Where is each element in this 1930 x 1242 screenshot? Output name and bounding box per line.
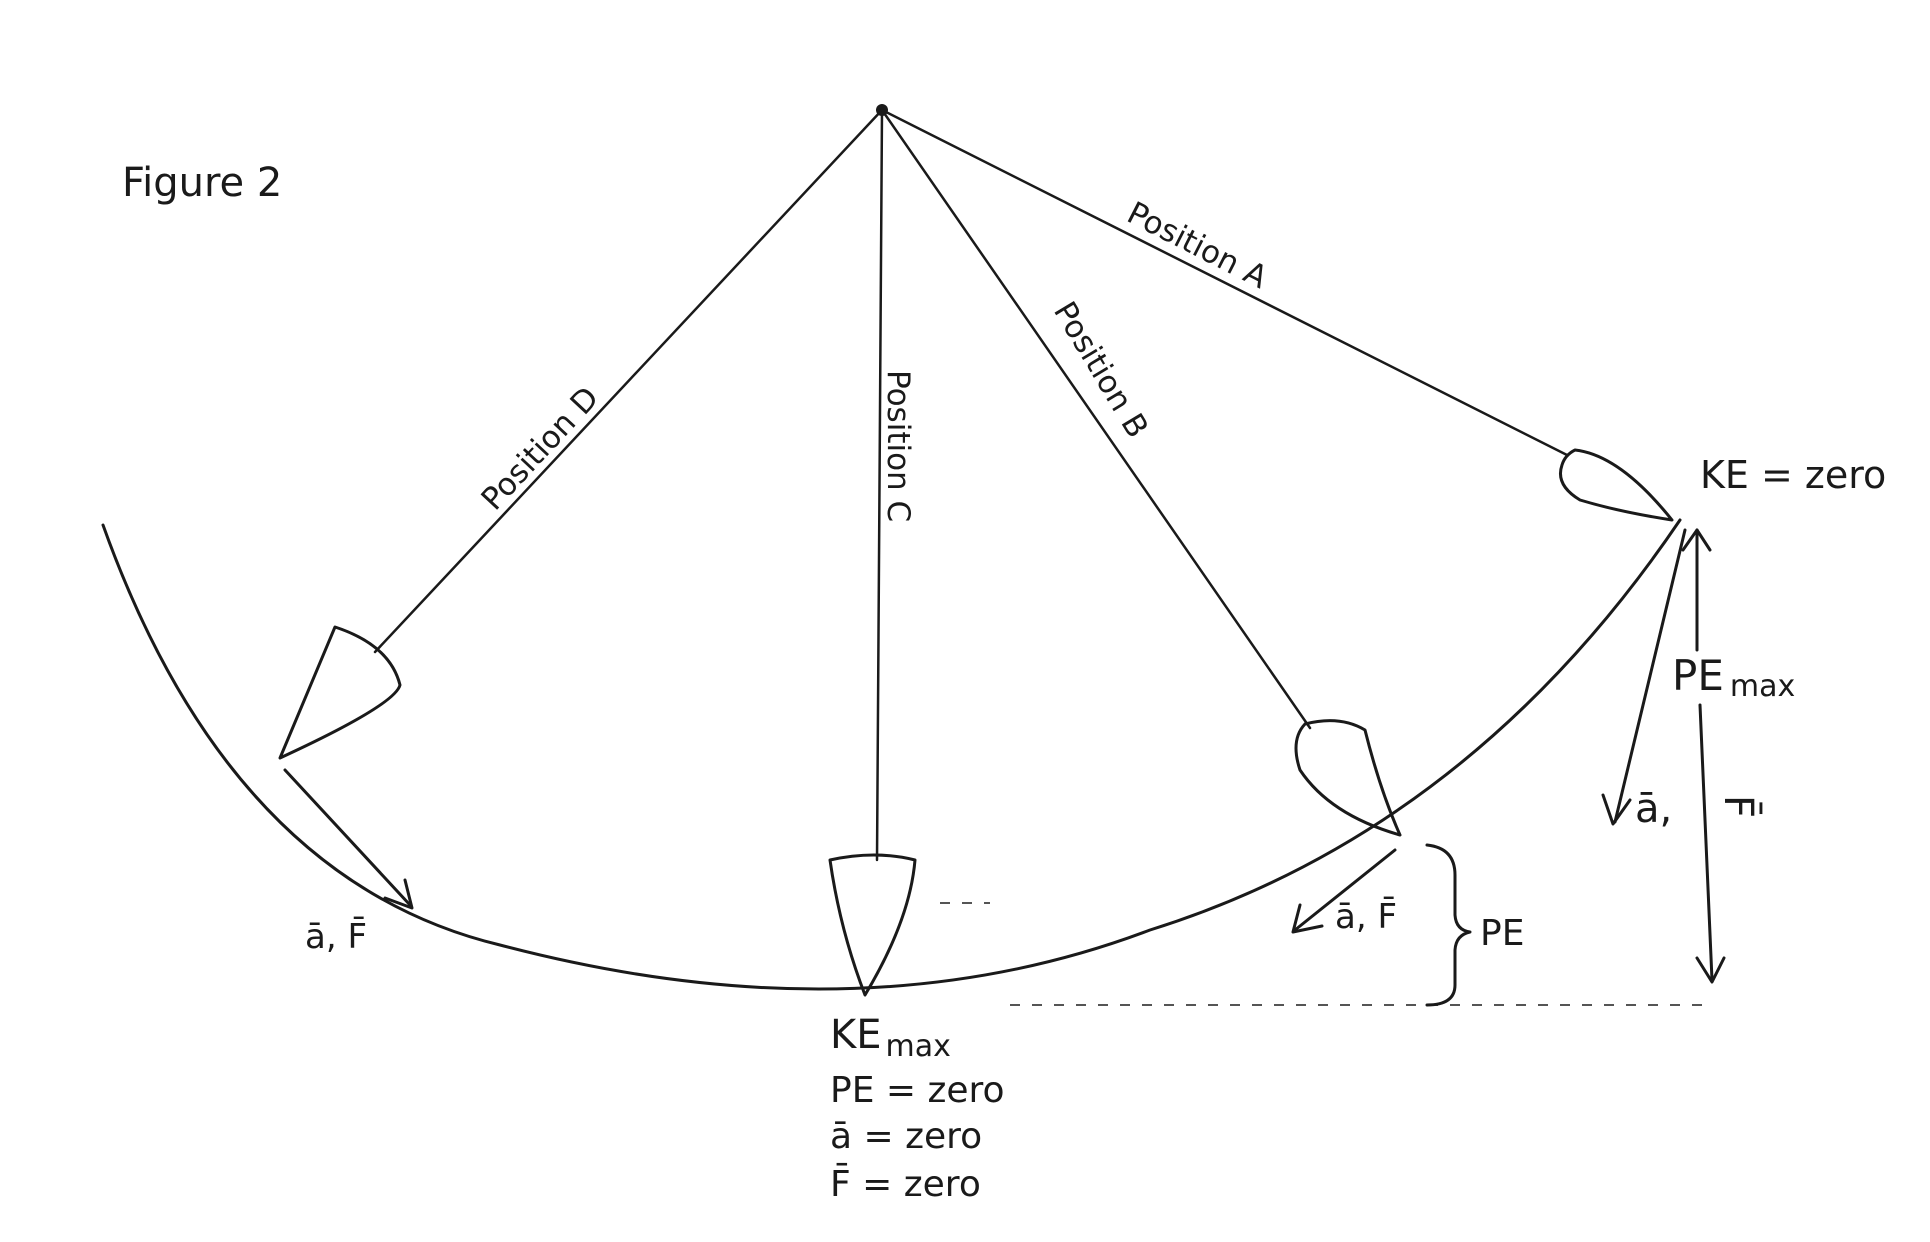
label-f-vector-at-a: F̄	[1715, 795, 1763, 818]
label-af-left: ā, F̄	[305, 916, 367, 957]
bob-position-d	[278, 625, 402, 760]
string-position-b	[880, 108, 1312, 730]
label-position-d: Position D	[475, 380, 607, 518]
label-a-vector-at-a: ā,	[1635, 786, 1672, 832]
string-position-a	[880, 108, 1569, 457]
accel-arrow-d	[283, 768, 412, 907]
label-f-zero: F̄ = zero	[830, 1162, 981, 1205]
figure-title: Figure 2	[122, 160, 282, 206]
pe-max-arrowhead-up	[1681, 528, 1712, 552]
label-ke-zero: KE = zero	[1700, 453, 1886, 497]
label-a-zero: ā = zero	[830, 1116, 982, 1157]
accel-arrowhead-d	[383, 878, 414, 910]
label-af-right: ā, F̄	[1335, 896, 1397, 937]
label-position-c: Position C	[880, 370, 916, 522]
label-pe-zero: PE = zero	[830, 1070, 1005, 1111]
accel-arrow-a	[1613, 528, 1687, 824]
swing-arc	[101, 518, 1682, 991]
bob-position-c	[828, 853, 917, 997]
pe-brace	[1425, 843, 1472, 1007]
bob-position-b	[1294, 719, 1402, 837]
accel-arrowhead-a	[1601, 793, 1632, 826]
label-pe-brace: PE	[1480, 913, 1524, 954]
pe-max-arrowhead-down	[1695, 956, 1726, 984]
accel-arrow-b	[1293, 848, 1397, 932]
string-position-c	[875, 108, 884, 862]
accel-arrowhead-b	[1291, 903, 1324, 934]
bob-position-a	[1559, 448, 1674, 522]
string-position-d	[373, 108, 884, 654]
label-position-a: Position A	[1121, 195, 1273, 296]
pe-max-arrow-lower	[1698, 703, 1714, 982]
